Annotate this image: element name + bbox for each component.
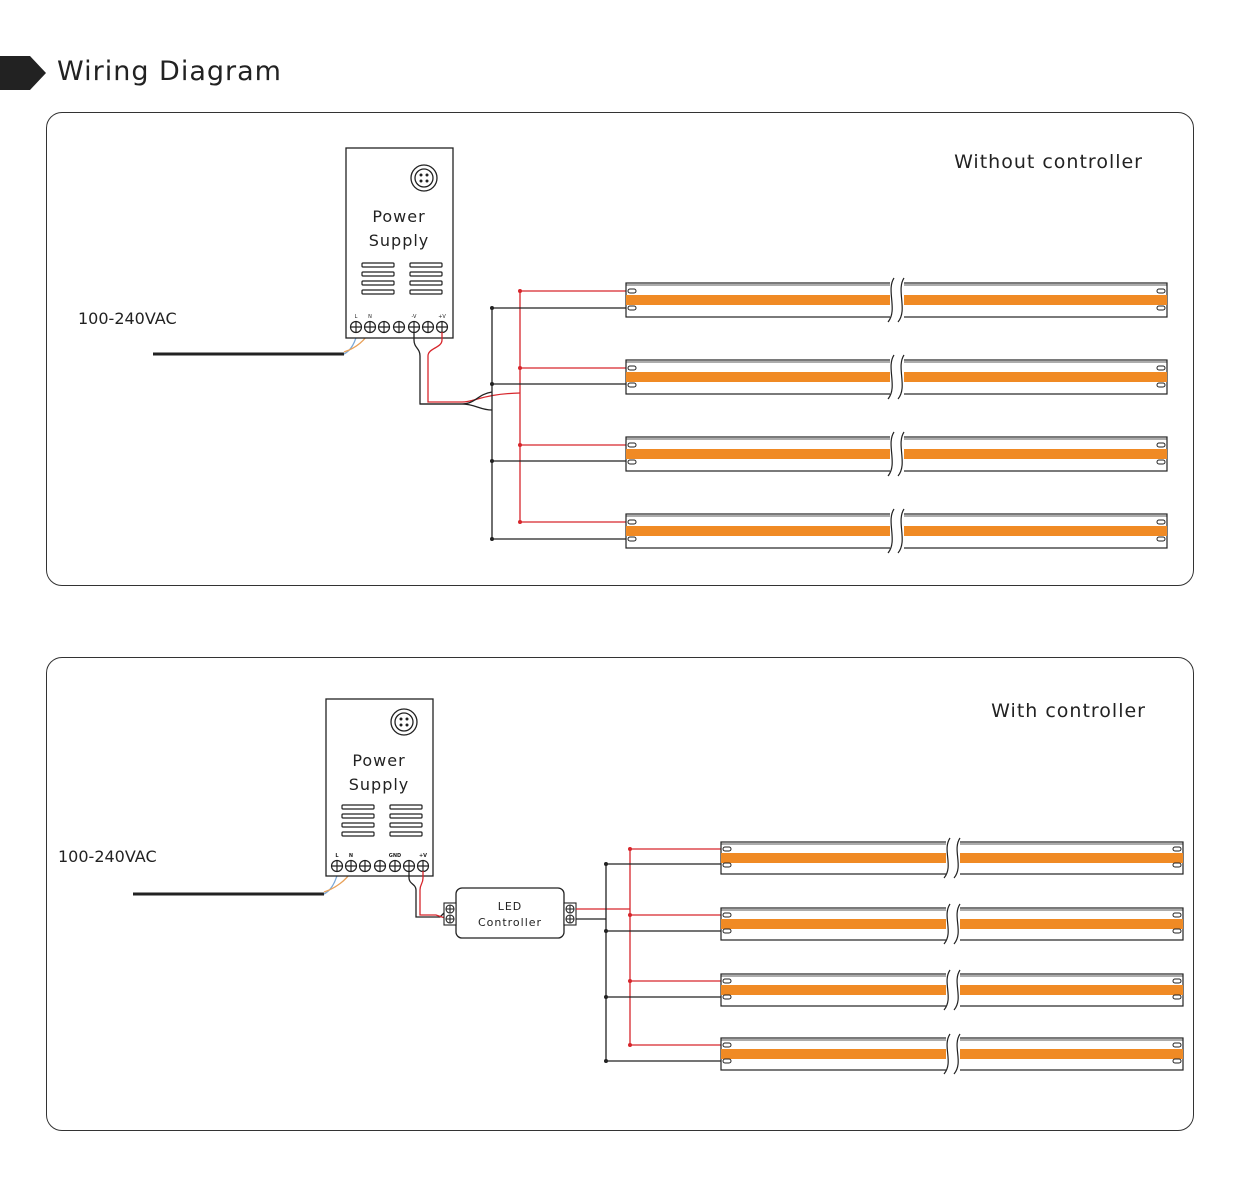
gnd-wire — [408, 871, 449, 918]
diagram-without-controller: Without controller 100-240VAC Power Supp… — [78, 147, 1168, 554]
break-mark-icon — [943, 903, 961, 945]
break-mark-icon — [943, 969, 961, 1011]
controller-label-line-1: LED — [498, 900, 523, 913]
header-arrow-icon — [0, 56, 46, 90]
terminal-block — [330, 859, 430, 873]
terminal-label-l: L — [355, 314, 358, 320]
break-mark-icon — [887, 354, 905, 400]
led-controller: LED Controller — [443, 887, 577, 939]
terminal-label-negative: -V — [412, 314, 418, 320]
break-mark-icon — [887, 431, 905, 477]
led-strip — [490, 277, 1168, 323]
negative-output-wire — [413, 332, 493, 411]
diagram-panel-without-controller — [46, 112, 1194, 586]
psu-label-line-1: Power — [352, 751, 405, 770]
led-strip — [604, 837, 1184, 879]
input-voltage-label: 100-240VAC — [58, 847, 157, 866]
led-strip — [490, 431, 1168, 477]
led-strip — [490, 354, 1168, 400]
controller-input-terminal — [443, 902, 457, 926]
power-supply: Power Supply L N -V +V — [345, 147, 454, 339]
power-connector-icon — [410, 164, 438, 192]
vent-slots — [361, 262, 443, 295]
led-strip — [604, 903, 1184, 945]
diagram-title: Without controller — [954, 151, 1143, 173]
vent-slots — [341, 804, 423, 837]
break-mark-icon — [943, 837, 961, 879]
terminal-label-positive: +V — [419, 853, 427, 859]
page-title: Wiring Diagram — [57, 56, 282, 87]
led-strip — [604, 969, 1184, 1011]
break-mark-icon — [943, 1033, 961, 1075]
terminal-label-n: N — [368, 314, 372, 320]
break-mark-icon — [887, 277, 905, 323]
psu-label-line-2: Supply — [369, 231, 430, 250]
led-strip — [604, 1033, 1184, 1075]
positive-supply-wire — [419, 871, 449, 920]
terminal-label-l: L — [335, 853, 339, 859]
input-voltage-label: 100-240VAC — [78, 309, 177, 328]
terminal-label-positive: +V — [438, 314, 446, 320]
positive-output-wire — [427, 332, 521, 403]
terminal-label-gnd: GND — [389, 853, 401, 859]
power-supply: Power Supply L N GND +V — [325, 698, 434, 877]
break-mark-icon — [887, 508, 905, 554]
psu-label-line-1: Power — [372, 207, 425, 226]
diagram-with-controller: With controller 100-240VAC Power Supply … — [58, 698, 1184, 1075]
diagram-title: With controller — [991, 700, 1146, 722]
controller-output-terminal — [563, 902, 577, 926]
psu-label-line-2: Supply — [349, 775, 410, 794]
power-connector-icon — [390, 708, 418, 736]
diagram-panel-with-controller — [46, 657, 1194, 1131]
terminal-block — [349, 320, 449, 334]
controller-label-line-2: Controller — [478, 916, 542, 929]
led-strip — [490, 508, 1168, 554]
terminal-label-n: N — [349, 853, 353, 859]
